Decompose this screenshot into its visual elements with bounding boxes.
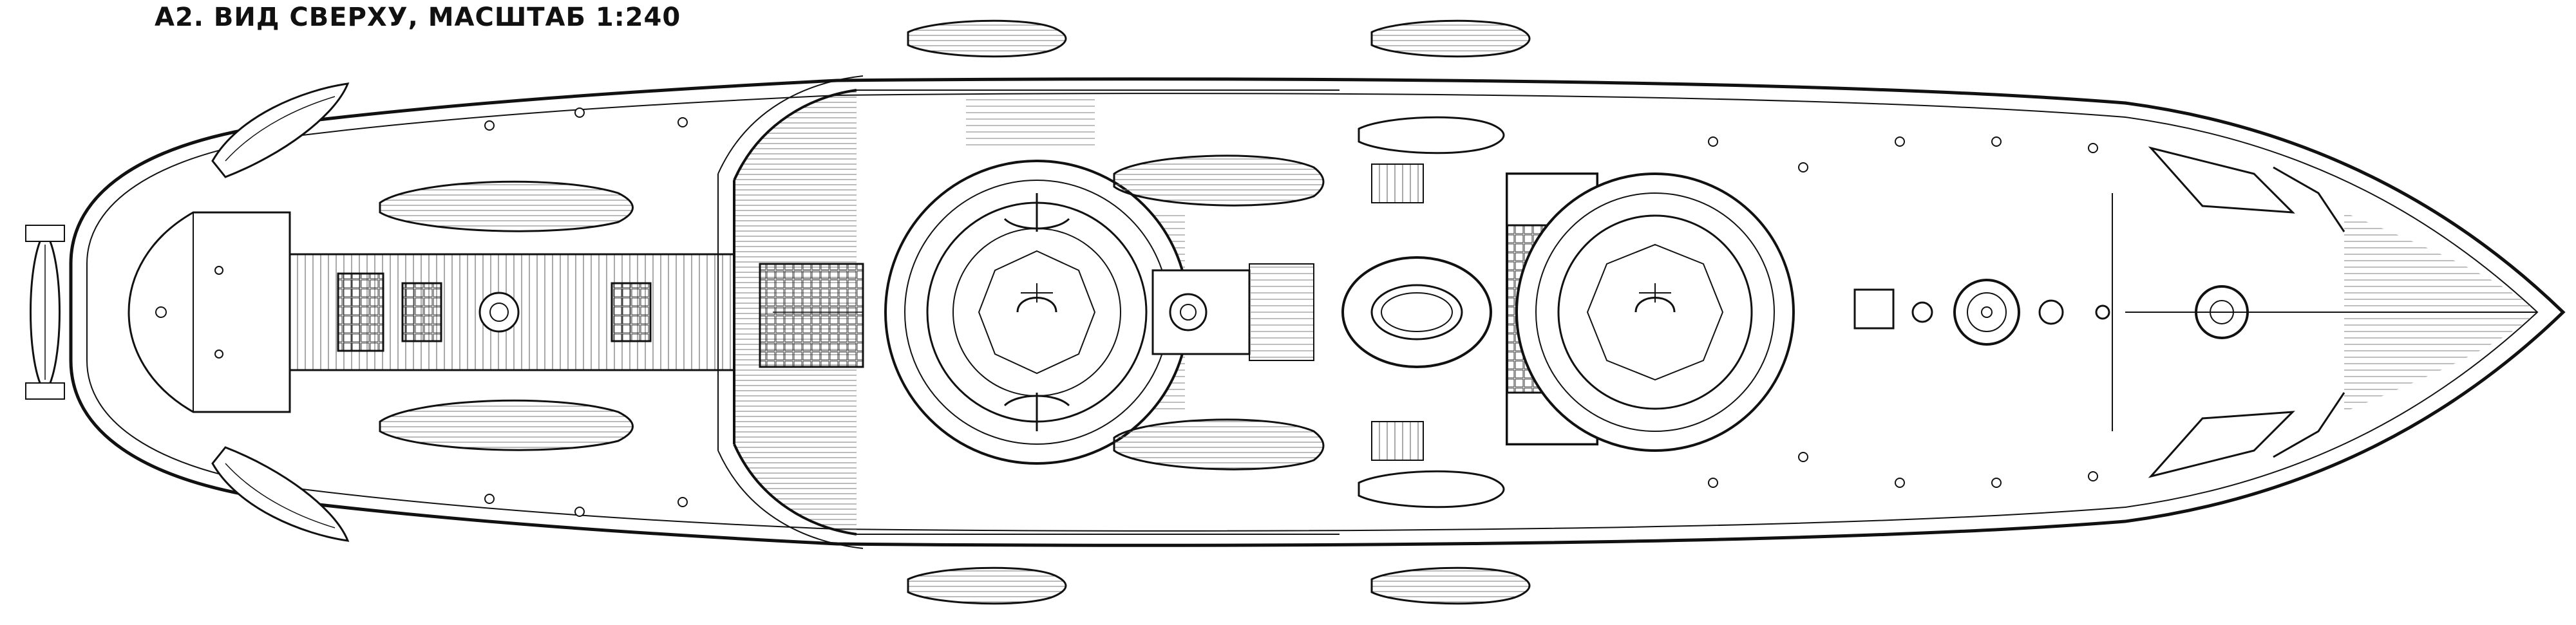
bulkhead xyxy=(717,75,864,549)
deck-fittings-dots xyxy=(484,107,2098,517)
drawing-caption: А2. ВИД СВЕРХУ, МАСШТАБ 1:240 xyxy=(155,3,681,32)
aft-turret xyxy=(884,160,1189,465)
stern-capstan xyxy=(478,292,520,333)
stern-quarter-boats xyxy=(211,82,350,542)
amidships-skylight xyxy=(759,263,864,368)
stern-structure xyxy=(128,211,735,413)
skylight-2 xyxy=(401,282,442,342)
foredeck-fittings xyxy=(1853,193,2537,431)
forward-turret xyxy=(1515,173,1795,452)
deck-boats-aft xyxy=(379,180,634,451)
skylight-3 xyxy=(611,282,652,342)
stern-boat xyxy=(25,225,65,400)
outboard-boats xyxy=(907,19,1531,605)
capstan xyxy=(1953,279,2020,346)
skylight-1 xyxy=(337,272,384,352)
funnel xyxy=(1341,256,1492,368)
mast-base xyxy=(1169,293,1208,331)
hull-outline xyxy=(69,77,2566,547)
midships-boats xyxy=(1113,116,1505,508)
anchors xyxy=(2148,146,2345,478)
